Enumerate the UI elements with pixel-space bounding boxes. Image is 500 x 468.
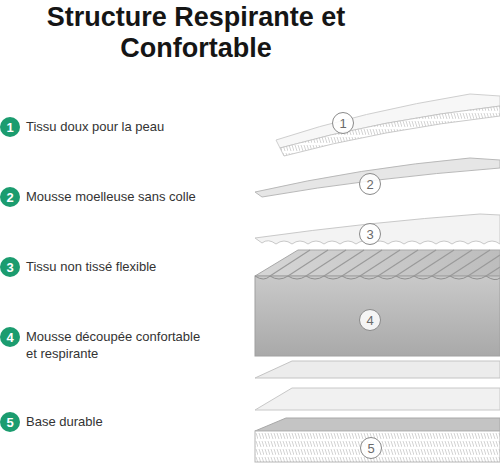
- callout-number: 3: [366, 228, 373, 241]
- callout-number: 3: [6, 261, 13, 274]
- callout-number: 5: [6, 416, 13, 429]
- layer-description: Mousse moelleuse sans colle: [26, 188, 214, 205]
- number-badge: 2Mousse moelleuse sans colle: [0, 187, 20, 207]
- thin-sheet: [255, 388, 500, 410]
- callout-circle: 3: [359, 223, 381, 245]
- callout-number: 1: [6, 121, 13, 134]
- callout-number: 2: [6, 191, 13, 204]
- thin-sheet: [255, 361, 500, 378]
- callout-circle: 2: [359, 173, 381, 195]
- number-badge: 1Tissu doux pour la peau: [0, 117, 20, 137]
- callout-number: 1: [339, 117, 346, 130]
- non-woven-layer: [255, 214, 500, 244]
- layer-description: Mousse découpée confortable et respirant…: [26, 328, 214, 362]
- number-badge: 5Base durable: [0, 412, 20, 432]
- callout-number: 4: [366, 314, 373, 327]
- number-badge: 4Mousse découpée confortable et respiran…: [0, 327, 20, 347]
- callout-number: 5: [367, 442, 374, 455]
- cover-layer: [276, 94, 500, 156]
- callout-circle: 5: [360, 437, 382, 459]
- layer-description: Tissu doux pour la peau: [26, 118, 214, 135]
- callout-number: 4: [6, 331, 13, 344]
- soft-foam-layer: [255, 158, 500, 197]
- number-badge: 3Tissu non tissé flexible: [0, 257, 20, 277]
- layer-description: Tissu non tissé flexible: [26, 258, 214, 275]
- callout-circle: 1: [332, 112, 354, 134]
- layer-description: Base durable: [26, 413, 214, 430]
- diagram-title: Structure Respirante et Confortable: [0, 2, 392, 64]
- callout-number: 2: [366, 178, 373, 191]
- cut-foam-layer: [255, 250, 500, 356]
- base-layer: [255, 418, 500, 462]
- callout-circle: 4: [359, 309, 381, 331]
